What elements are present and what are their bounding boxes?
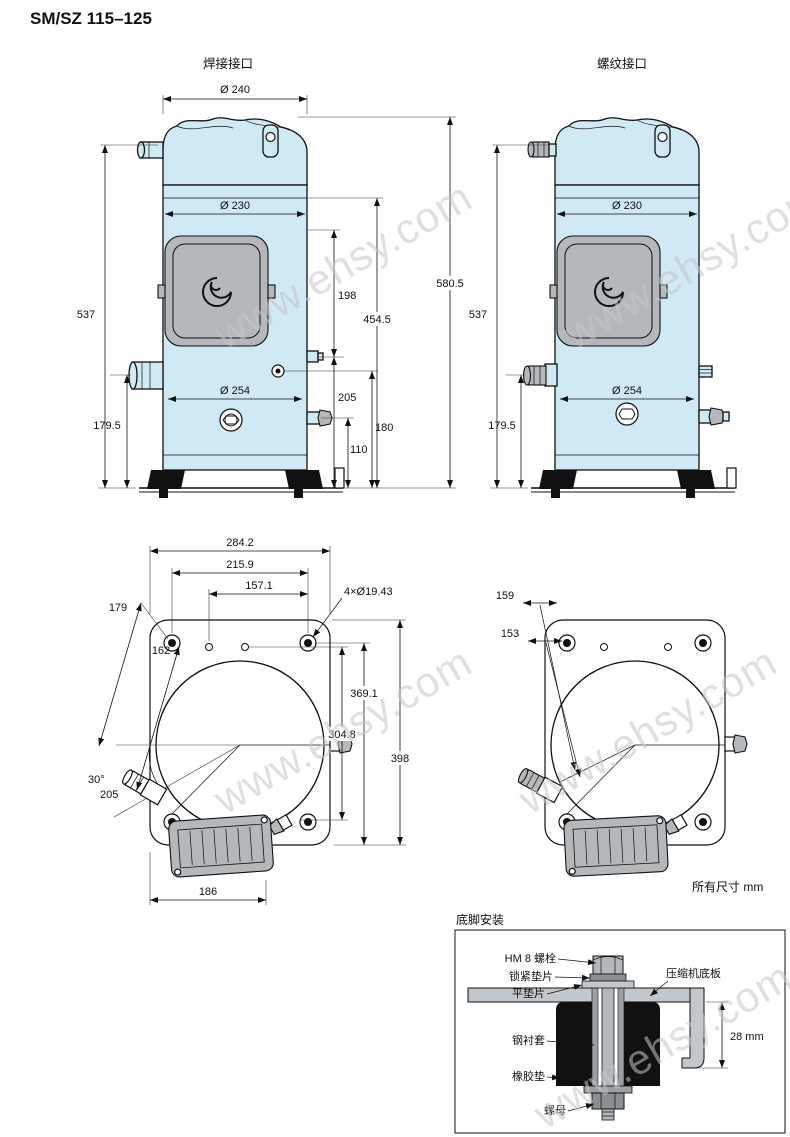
dim-179-5-weld: 179.5 bbox=[93, 420, 121, 432]
dim-179: 179 bbox=[109, 602, 127, 614]
label-sleeve: 钢衬套 bbox=[512, 1034, 545, 1047]
dim-304-8: 304.8 bbox=[328, 729, 356, 741]
note-hole-size: 4×Ø19.43 bbox=[344, 586, 393, 598]
page-title: SM/SZ 115–125 bbox=[30, 9, 152, 28]
weld-ports bbox=[128, 141, 333, 432]
dim-186: 186 bbox=[199, 886, 217, 898]
label-flat-washer: 平垫片 bbox=[512, 986, 545, 1000]
dim-dia-230-thread: Ø 230 bbox=[612, 200, 642, 212]
dim-284-2: 284.2 bbox=[226, 537, 254, 549]
label-bolt: HM 8 螺栓 bbox=[505, 951, 556, 965]
dim-dia-230-weld: Ø 230 bbox=[220, 200, 250, 212]
footprint-right-fittings bbox=[517, 734, 748, 835]
dim-162: 162 bbox=[152, 645, 170, 657]
dim-580-5: 580.5 bbox=[436, 278, 464, 290]
dim-159: 159 bbox=[496, 590, 514, 602]
dim-369-1: 369.1 bbox=[350, 688, 378, 700]
dim-153: 153 bbox=[501, 628, 519, 640]
label-nut: 螺母 bbox=[544, 1104, 566, 1117]
corner-bolt-holes bbox=[558, 634, 712, 831]
foot-mount-labels: HM 8 螺栓 锁紧垫片 平垫片 压缩机底板 钢衬套 橡胶垫 螺母 28 mm bbox=[505, 951, 764, 1117]
dim-157-1: 157.1 bbox=[245, 580, 273, 592]
foot-mount-drawing bbox=[467, 955, 705, 1121]
weld-dimensions: Ø 240 Ø 230 537 179.5 198 205 180 110 bbox=[77, 84, 466, 489]
footprint-right-dimensions: 159 153 bbox=[496, 590, 581, 778]
dim-205: 205 bbox=[338, 392, 356, 404]
dim-dia-254-thread: Ø 254 bbox=[612, 385, 642, 397]
dim-198: 198 bbox=[338, 290, 356, 302]
label-base-plate: 压缩机底板 bbox=[666, 966, 721, 980]
label-threaded-connection: 螺纹接口 bbox=[597, 56, 647, 71]
dim-537-thread: 537 bbox=[469, 309, 487, 321]
footprint-left-view: 284.2 215.9 157.1 4×Ø19.43 179 162 369.1 bbox=[88, 537, 413, 905]
dim-dia-240: Ø 240 bbox=[220, 84, 250, 96]
dim-454-5: 454.5 bbox=[363, 314, 391, 326]
terminal-box bbox=[168, 814, 274, 878]
foot-mounting-detail: 底脚安装 bbox=[454, 912, 786, 1134]
front-view-threaded: Ø 230 537 179.5 Ø 254 bbox=[469, 116, 737, 499]
dim-537-weld: 537 bbox=[77, 309, 95, 321]
footprint-left-dimensions: 284.2 215.9 157.1 4×Ø19.43 179 162 369.1 bbox=[88, 537, 413, 905]
dim-28mm: 28 mm bbox=[730, 1031, 764, 1043]
footprint-right-view: 159 153 bbox=[496, 590, 748, 877]
front-view-welded: Ø 240 Ø 230 537 179.5 198 205 180 110 bbox=[77, 84, 466, 499]
dim-dia-254-weld: Ø 254 bbox=[220, 385, 250, 397]
dim-179-5-thread: 179.5 bbox=[488, 420, 516, 432]
label-welded-connection: 焊接接口 bbox=[203, 56, 253, 71]
dim-205-footprint: 205 bbox=[100, 789, 118, 801]
dim-110: 110 bbox=[350, 444, 368, 456]
units-note: 所有尺寸 mm bbox=[692, 880, 763, 894]
dim-398: 398 bbox=[391, 753, 409, 765]
foot-mounting-title: 底脚安装 bbox=[456, 912, 504, 927]
thread-dimensions: Ø 230 537 179.5 Ø 254 bbox=[469, 144, 697, 489]
label-lock-washer: 锁紧垫片 bbox=[509, 969, 553, 983]
terminal-box bbox=[563, 815, 669, 877]
label-rubber-pad: 橡胶垫 bbox=[512, 1069, 545, 1083]
dim-215-9: 215.9 bbox=[226, 559, 254, 571]
dim-180: 180 bbox=[375, 422, 393, 434]
dim-30deg: 30° bbox=[88, 774, 105, 786]
thread-ports bbox=[522, 141, 730, 426]
